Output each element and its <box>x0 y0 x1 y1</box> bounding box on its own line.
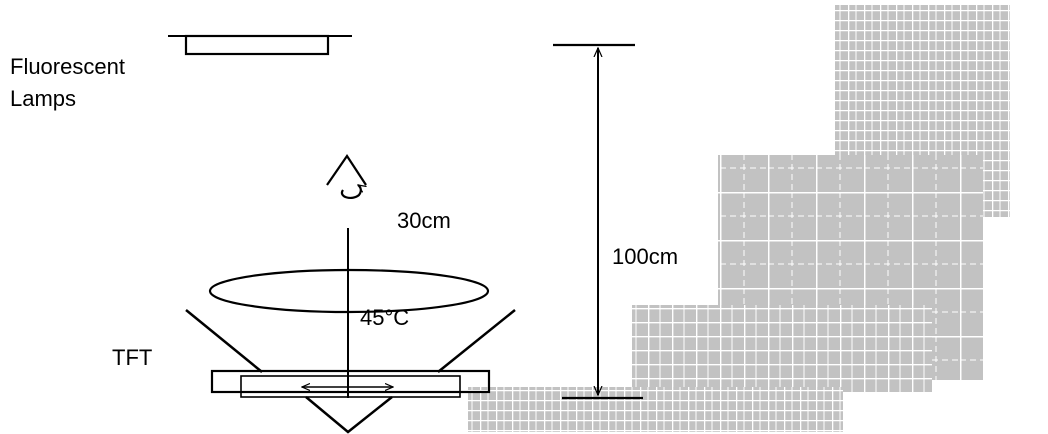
lamp-label-line2: Lamps <box>10 86 76 111</box>
viewing-cone-ellipse <box>208 268 490 314</box>
lamp-distance-label: 100cm <box>612 244 678 269</box>
background-texture <box>468 5 1010 432</box>
rotation-arrow-icon <box>340 184 361 199</box>
cone-edge-left <box>185 309 263 373</box>
tft-panel <box>210 369 491 434</box>
tft-label: TFT <box>112 345 152 370</box>
lamp-label-line1: Fluorescent <box>10 54 125 79</box>
angle-label: 45°C <box>360 305 409 330</box>
panel-glass <box>240 375 461 398</box>
texture-block-bottom <box>468 387 843 432</box>
cone-edge-right <box>437 309 516 373</box>
panel-stand <box>305 396 393 434</box>
fluorescent-lamp <box>168 34 352 56</box>
lamp-tube <box>184 34 330 56</box>
distance-dimension <box>553 43 643 400</box>
panel-frame <box>210 369 491 394</box>
texture-block-center <box>632 305 932 393</box>
eye-distance-label: 30cm <box>397 208 451 233</box>
eye-icon <box>326 154 367 199</box>
